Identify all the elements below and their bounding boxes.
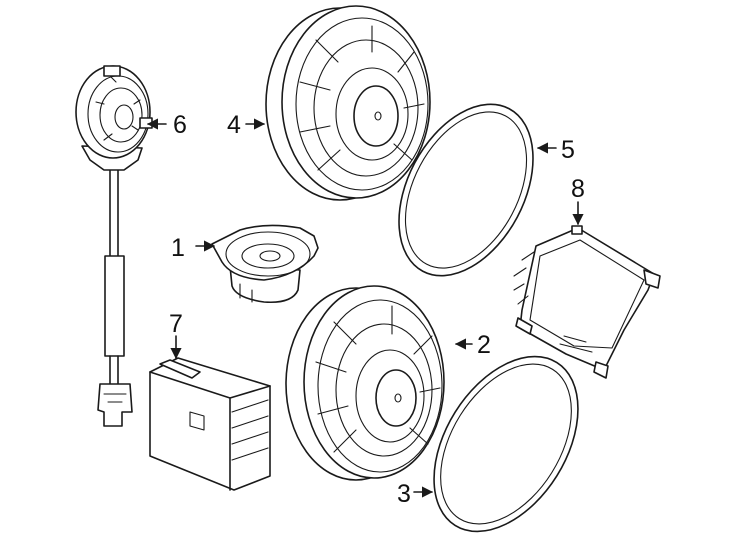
front-woofer-part <box>265 5 431 201</box>
midrange-speaker-part <box>211 224 319 304</box>
tweeter-with-harness-part <box>75 65 153 427</box>
rear-woofer-part <box>285 285 445 481</box>
callout-5: 5 <box>561 136 575 164</box>
callout-labels: 1 2 3 4 5 6 7 8 <box>169 111 585 508</box>
callout-leaders <box>146 118 584 498</box>
callout-6: 6 <box>173 111 187 139</box>
upper-gasket-ring-part <box>398 103 534 277</box>
callout-4: 4 <box>227 111 241 139</box>
callout-3: 3 <box>397 480 411 508</box>
lower-gasket-ring-part <box>433 355 579 533</box>
control-module-part <box>513 225 661 379</box>
callout-1: 1 <box>171 234 185 262</box>
amplifier-module-part <box>149 357 271 491</box>
callout-8: 8 <box>571 175 585 203</box>
callout-2: 2 <box>477 331 491 359</box>
callout-7: 7 <box>169 310 183 338</box>
